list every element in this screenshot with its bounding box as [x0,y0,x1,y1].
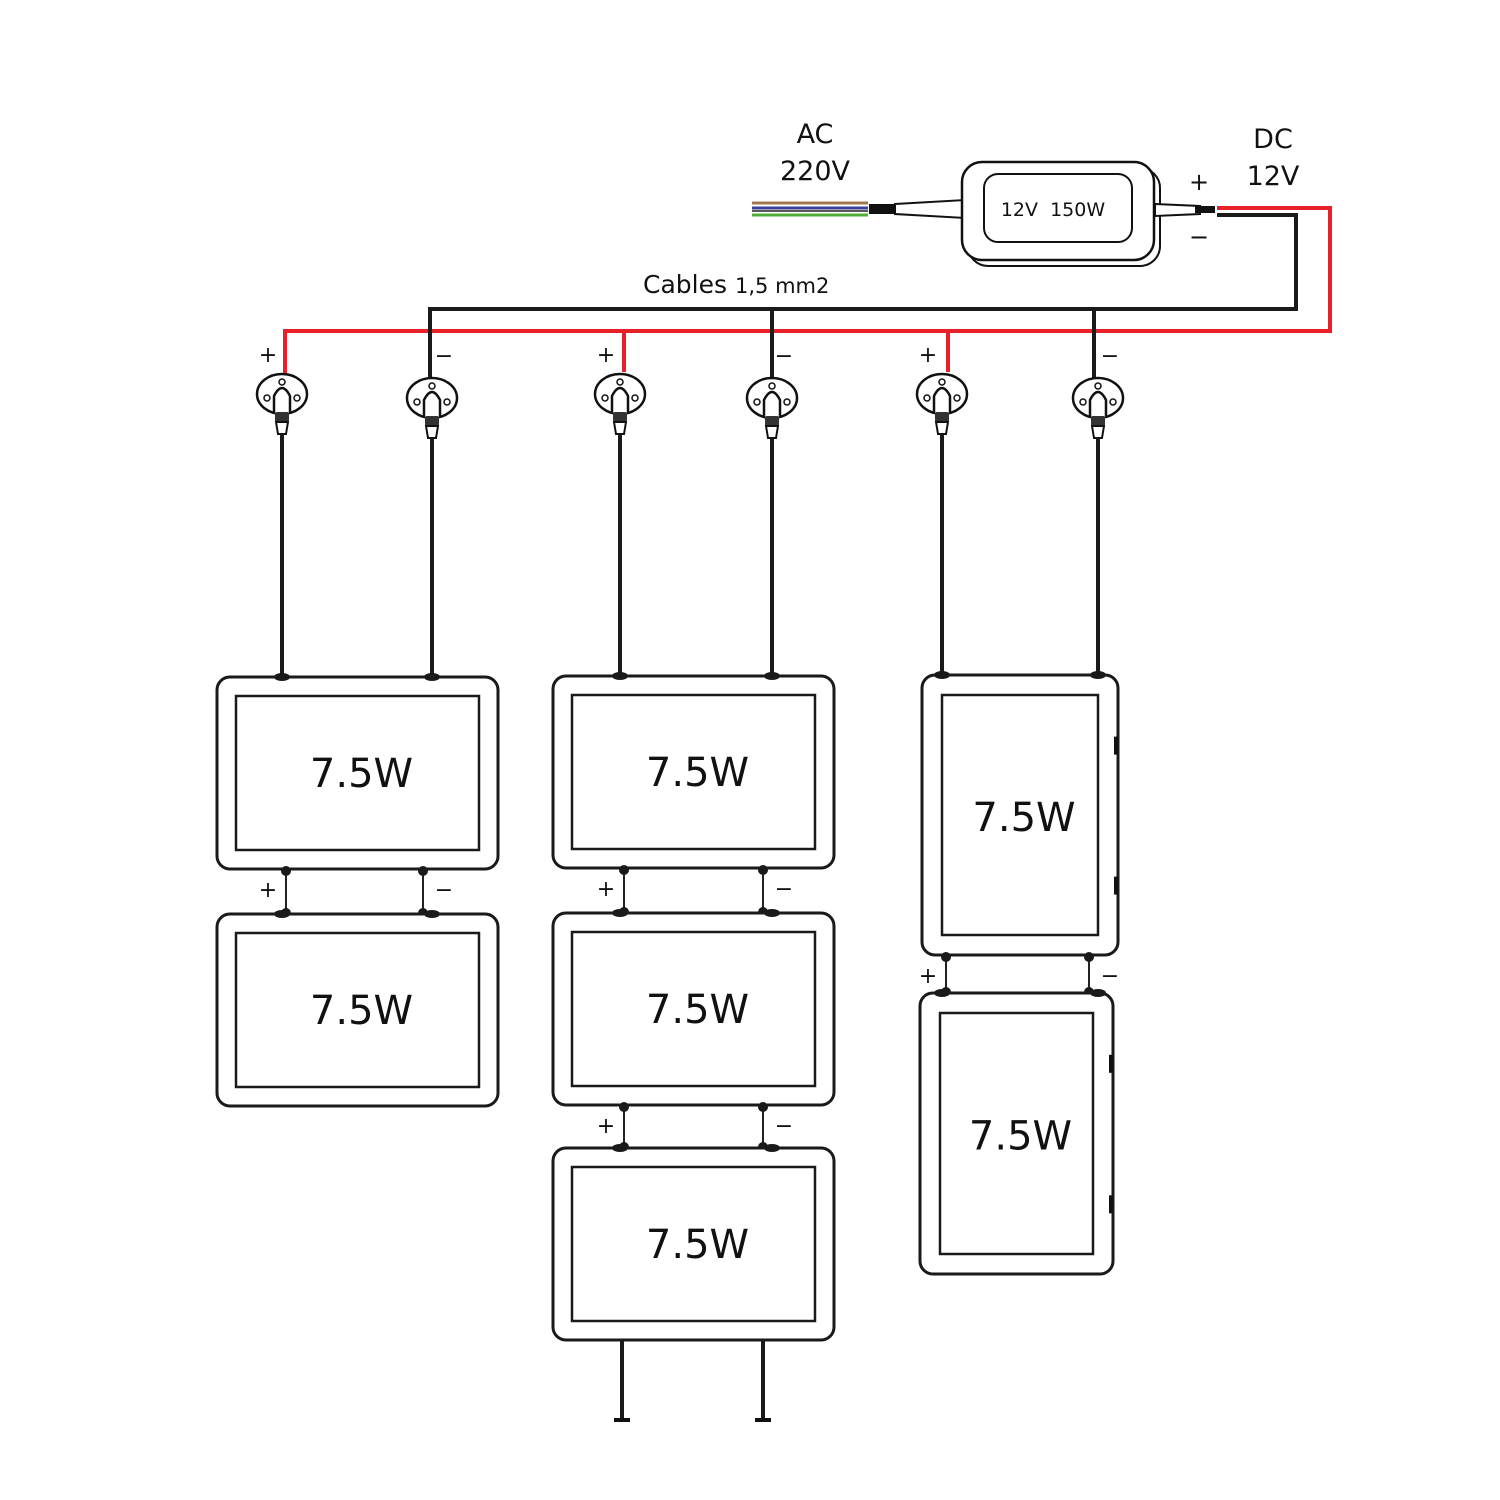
panel-power-label: 7.5W [969,1114,1072,1160]
dc-plus-label: + [1189,168,1209,196]
led-panel: 7.5W [551,909,836,1107]
ceiling-hanger-icon [255,372,309,435]
panel-power-label: 7.5W [972,795,1075,841]
ac-label: AC [797,119,834,150]
ceiling-hanger-icon [593,372,647,435]
dc-voltage-label: 12V [1247,161,1300,192]
panel-column: + − 7.5W + − 7.5W [915,309,1125,1276]
panel-power-label: 7.5W [310,988,413,1034]
ceiling-hanger-icon [405,376,459,439]
panel-power-label: 7.5W [646,987,749,1033]
led-panel: 7.5W [215,673,500,871]
minus-label: − [1101,344,1119,369]
plus-label: + [597,1114,615,1139]
panel-column: + − 7.5W + − 7.5W + − 7.5W [551,309,836,1422]
panel-power-label: 7.5W [310,751,413,797]
led-panel: 7.5W [920,671,1120,957]
positive-output-wire [283,206,1332,380]
plus-label: + [919,964,937,989]
ceiling-hanger-icon [745,376,799,439]
ceiling-hanger-icon [1071,376,1125,439]
led-panel: 7.5W [215,910,500,1108]
plus-label: + [259,878,277,903]
panel-column: + − 7.5W + − 7.5W [215,343,500,1108]
power-supply: 12V 150W [960,160,1215,267]
ceiling-hanger-icon [915,372,969,435]
plus-label: + [597,343,615,368]
led-panel: 7.5W [551,1144,836,1342]
minus-label: − [435,344,453,369]
plus-label: + [919,343,937,368]
minus-label: − [775,877,793,902]
ac-voltage-label: 220V [780,156,851,187]
negative-output-wire [428,213,1298,380]
dc-minus-label: − [1189,223,1209,251]
ac-input-cable [752,198,966,220]
plus-label: + [597,877,615,902]
panel-power-label: 7.5W [646,1222,749,1268]
minus-label: − [1101,964,1119,989]
panel-power-label: 7.5W [646,750,749,796]
panel-columns: + − 7.5W + − 7.5W + − 7.5W + − 7.5W + − 7.5W + − 7.5W + − 7.… [215,309,1125,1422]
minus-label: − [775,1114,793,1139]
led-panel: 7.5W [551,672,836,870]
dc-label: DC [1253,124,1293,155]
minus-label: − [775,344,793,369]
power-supply-label: 12V 150W [1001,199,1106,221]
plus-label: + [259,343,277,368]
led-panel: 7.5W [918,989,1115,1276]
minus-label: − [435,878,453,903]
